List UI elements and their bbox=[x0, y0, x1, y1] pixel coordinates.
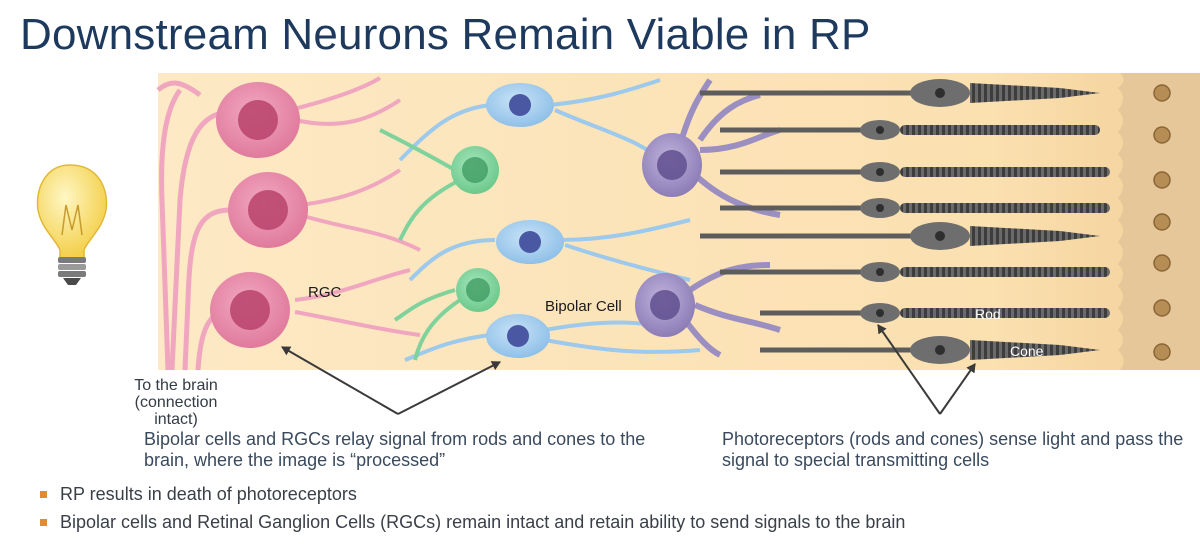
amacrine-cells bbox=[451, 146, 500, 312]
caption-left: Bipolar cells and RGCs relay signal from… bbox=[144, 429, 646, 470]
rgc-cells bbox=[210, 82, 308, 348]
label-to-the-brain: To the brain (connection intact) bbox=[134, 377, 218, 428]
bullet-list: RP results in death of photoreceptors Bi… bbox=[40, 484, 905, 540]
label-rod: Rod bbox=[975, 306, 1001, 322]
arrow-to-rgc bbox=[281, 346, 399, 415]
arrow-to-rod bbox=[877, 324, 941, 415]
bullet-item: RP results in death of photoreceptors bbox=[40, 484, 905, 505]
light-bulb-icon bbox=[36, 164, 108, 285]
photoreceptors bbox=[700, 79, 1110, 364]
horizontal-cells bbox=[635, 78, 781, 358]
arrow-to-cone bbox=[939, 363, 976, 415]
rpe-layer bbox=[1118, 73, 1200, 370]
bullet-text: Bipolar cells and Retinal Ganglion Cells… bbox=[60, 512, 906, 532]
label-bipolar-cell: Bipolar Cell bbox=[545, 298, 622, 315]
bullet-text: RP results in death of photoreceptors bbox=[60, 484, 357, 504]
bullet-marker bbox=[40, 491, 47, 498]
bullet-item: Bipolar cells and Retinal Ganglion Cells… bbox=[40, 512, 905, 533]
bipolar-cells bbox=[486, 83, 564, 358]
amacrine-processes bbox=[379, 128, 462, 361]
label-cone: Cone bbox=[1010, 343, 1044, 359]
bullet-marker bbox=[40, 519, 47, 526]
label-rgc: RGC bbox=[308, 284, 342, 301]
slide-title: Downstream Neurons Remain Viable in RP bbox=[20, 10, 871, 59]
arrow-to-bipolar bbox=[397, 361, 501, 415]
pointer-arrows bbox=[281, 324, 976, 415]
rgc-dendrites bbox=[289, 76, 421, 337]
caption-right: Photoreceptors (rods and cones) sense li… bbox=[722, 429, 1184, 470]
